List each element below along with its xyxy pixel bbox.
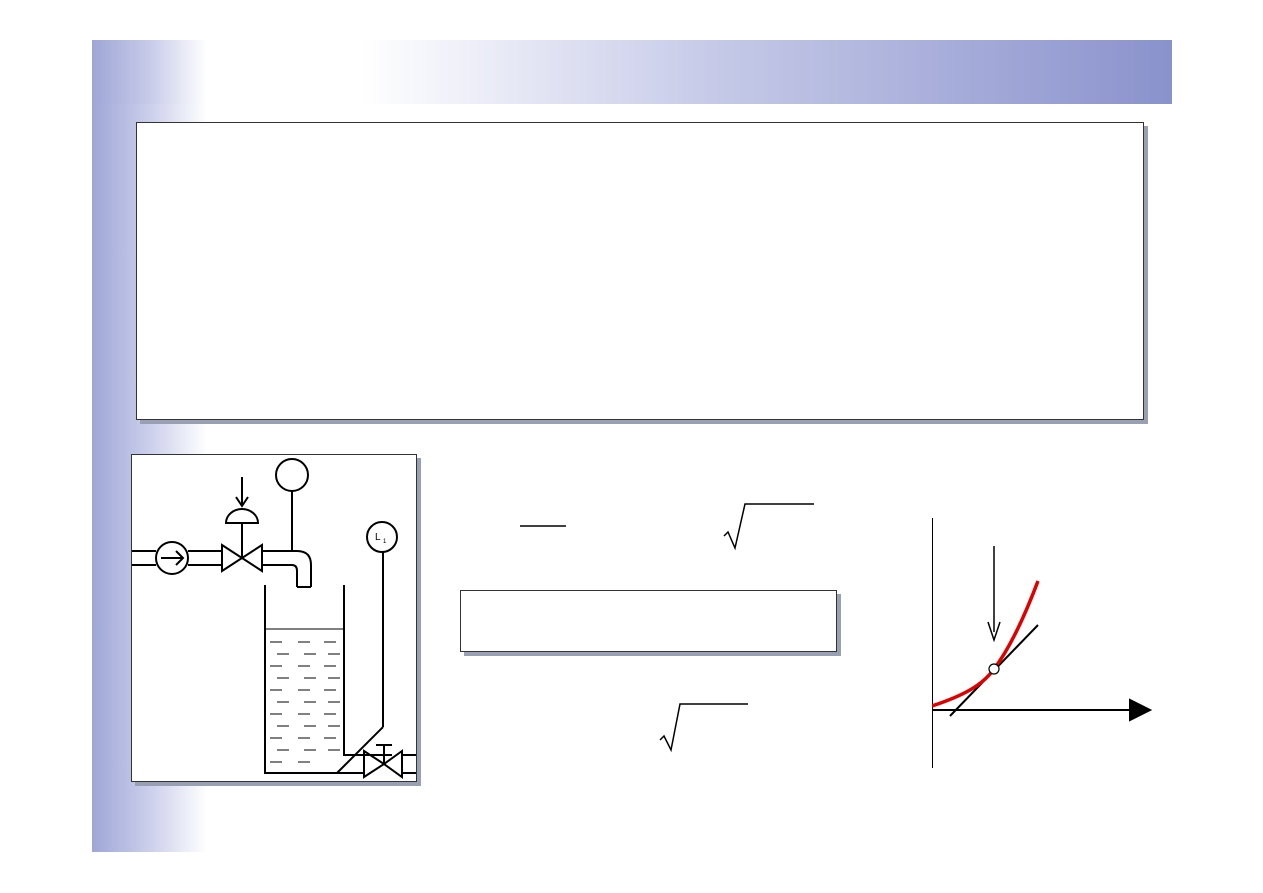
top-instrument-icon — [275, 458, 309, 492]
valve-actuator-icon — [224, 508, 260, 524]
tank-process-diagram: L 1 — [131, 454, 417, 782]
level-transmitter-line — [336, 726, 384, 774]
x-axis-arrowhead — [1129, 698, 1153, 722]
level-transmitter-subscript: 1 — [383, 539, 387, 545]
equation-box — [460, 590, 837, 652]
level-transmitter-icon — [366, 521, 398, 553]
tank-wall-right — [343, 585, 392, 756]
level-transmitter-label: L — [375, 532, 381, 543]
tank-process-svg: L 1 — [132, 458, 416, 779]
square-root-sign — [723, 503, 814, 551]
linearization-graph — [932, 518, 1153, 768]
operating-point-marker — [988, 663, 1000, 675]
tank-wall — [264, 585, 342, 774]
pump-arrow-head — [175, 550, 185, 566]
outlet-valve-icon — [363, 749, 386, 779]
actuator-signal-arrowhead — [235, 496, 249, 508]
spout-pipe — [262, 550, 312, 587]
operating-point-arrowhead — [987, 621, 1001, 643]
slide: L 1 — [92, 40, 1172, 852]
pump-icon — [155, 541, 189, 575]
control-valve-icon — [240, 543, 263, 573]
spout-pipe — [262, 564, 298, 587]
nonlinear-curve — [932, 580, 1040, 708]
square-root-sign — [659, 703, 748, 753]
text-box — [136, 122, 1144, 420]
title-bar — [92, 40, 1172, 104]
control-valve-icon — [221, 543, 244, 573]
outlet-valve-icon — [382, 749, 403, 779]
liquid-level — [265, 628, 344, 763]
